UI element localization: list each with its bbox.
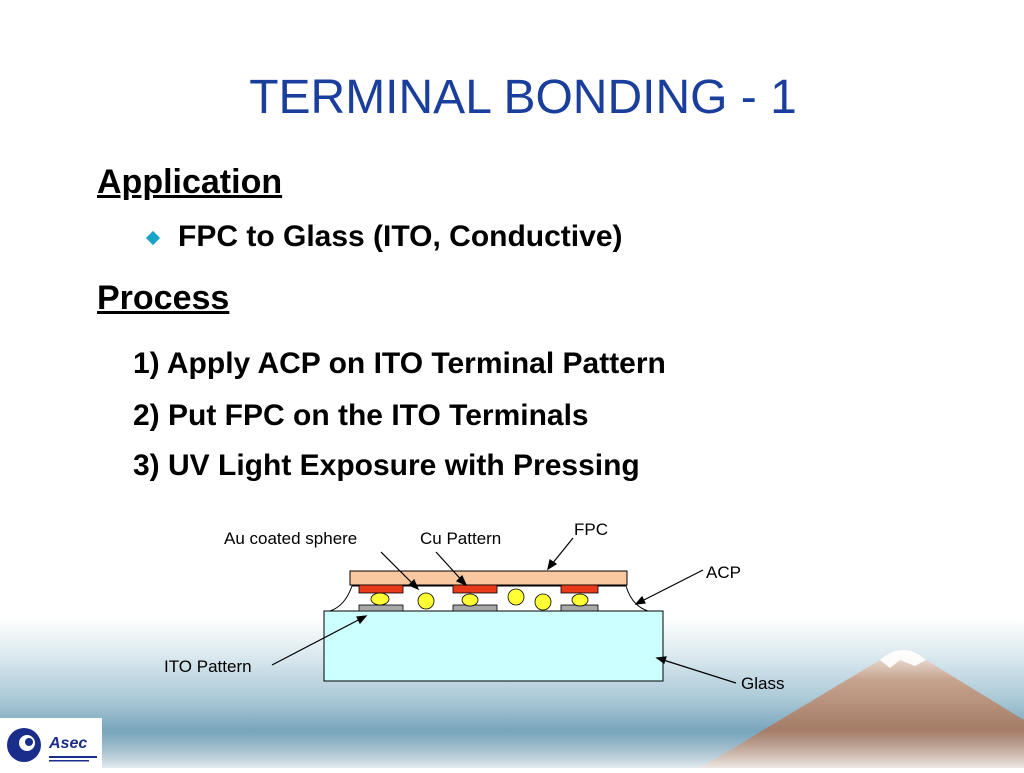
process-step-1: 1) Apply ACP on ITO Terminal Pattern xyxy=(133,347,666,380)
ito-pattern xyxy=(358,604,404,612)
glass-substrate xyxy=(323,610,664,682)
slide-title: TERMINAL BONDING - 1 xyxy=(249,71,797,124)
process-step-2: 2) Put FPC on the ITO Terminals xyxy=(133,399,589,432)
au-sphere xyxy=(534,593,552,611)
glass-leader xyxy=(656,657,737,684)
application-list-item: FPC to Glass (ITO, Conductive) xyxy=(145,220,623,254)
asec-logo-text: Asec xyxy=(49,735,88,752)
asec-logo-icon xyxy=(7,728,97,762)
ito-pattern-label: ITO Pattern xyxy=(164,657,252,676)
au-sphere xyxy=(370,592,390,606)
cu-pattern xyxy=(560,584,599,594)
au-sphere xyxy=(571,593,589,607)
application-item-text: FPC to Glass (ITO, Conductive) xyxy=(178,220,623,253)
fpc-layer xyxy=(349,570,628,586)
acp-label: ACP xyxy=(706,563,741,582)
cu-pattern-label: Cu Pattern xyxy=(420,529,502,548)
acp-leader xyxy=(635,569,704,605)
au-sphere-label: Au coated sphere xyxy=(224,529,358,548)
au-sphere xyxy=(507,588,525,606)
cu-pattern xyxy=(452,584,498,594)
asec-logo: Asec xyxy=(0,718,102,768)
au-sphere xyxy=(417,592,435,610)
process-heading: Process xyxy=(97,279,230,317)
fpc-label: FPC xyxy=(574,520,608,539)
glass-label: Glass xyxy=(741,674,785,693)
ito-pattern-leader xyxy=(271,615,367,666)
process-step-3: 3) UV Light Exposure with Pressing xyxy=(133,449,640,482)
au-sphere xyxy=(461,593,479,607)
ito-pattern xyxy=(452,604,498,612)
application-heading: Application xyxy=(97,163,283,201)
cu-pattern xyxy=(358,584,404,594)
